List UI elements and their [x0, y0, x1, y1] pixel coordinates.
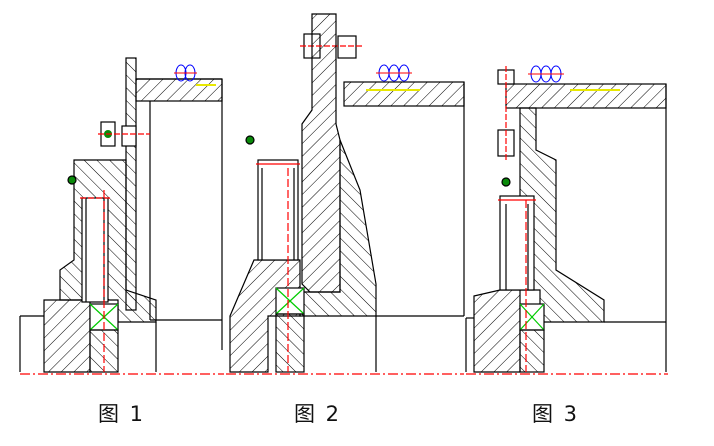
figure-2-drawing	[226, 13, 465, 375]
fig3-hub	[473, 289, 521, 373]
fig2-sleeve	[257, 159, 299, 261]
fig1-hub-lower	[43, 299, 91, 373]
figure-2-caption: 图 2	[294, 402, 342, 426]
figure-3-caption: 图 3	[532, 402, 580, 426]
fig2-bolt-nut	[337, 35, 357, 59]
fig2-spoke	[299, 139, 377, 317]
fig2-weld-symbol	[376, 64, 412, 82]
fig1-weld-symbol	[174, 64, 197, 82]
fig3-sleeve	[499, 195, 535, 291]
fig1-shell-band	[135, 78, 223, 102]
fig3-weld-symbol	[528, 65, 564, 83]
figure-1-drawing	[19, 57, 224, 375]
fig2-shell-band	[343, 81, 465, 107]
fig1-flange-plate	[125, 57, 137, 311]
fig3-shell-band	[505, 83, 667, 109]
figure-1-caption: 图 1	[98, 402, 146, 426]
fig1-bolt-nut	[121, 125, 137, 147]
figure-3-drawing	[465, 65, 668, 375]
